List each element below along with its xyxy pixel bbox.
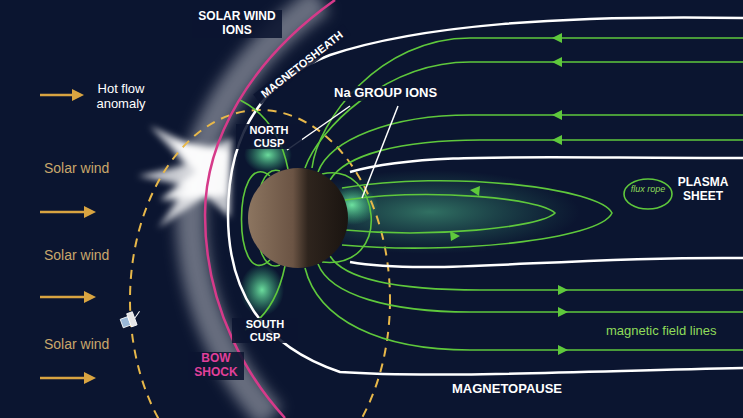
mercury-planet — [248, 168, 348, 268]
plasma-sheet-boundary — [350, 258, 743, 267]
arrowhead — [558, 285, 568, 295]
solar-wind-label: Solar wind — [44, 160, 109, 176]
flux-rope-loop — [624, 179, 672, 209]
antenna — [133, 311, 141, 318]
field-line — [345, 195, 555, 233]
arrowhead — [558, 307, 568, 317]
spacecraft-body — [127, 312, 137, 327]
boundary-label: MAGNETOPAUSE — [452, 382, 562, 397]
field-line — [305, 268, 743, 350]
arrowhead — [84, 372, 96, 384]
solar-wind-label: Solar wind — [44, 336, 109, 352]
feature-label: Hot flow anomaly — [86, 82, 156, 112]
field-line — [318, 115, 743, 172]
arrowhead — [470, 186, 480, 196]
arrow-shaft — [40, 377, 86, 380]
arrowhead — [84, 206, 96, 218]
field-line — [342, 181, 612, 248]
flux-rope-label: flux rope — [630, 184, 666, 194]
region-label: SOLAR WIND IONS — [192, 10, 282, 38]
arrow-shaft — [40, 211, 86, 214]
field-line-arrows — [450, 33, 568, 355]
spacecraft-icon — [119, 309, 144, 329]
field-line — [318, 264, 743, 312]
region-label: PLASMA SHEET — [672, 176, 734, 204]
field-line-label: magnetic field lines — [606, 324, 717, 339]
field-line — [312, 38, 743, 168]
arrowhead — [552, 57, 562, 67]
arrowhead — [84, 291, 96, 303]
arrowhead — [552, 33, 562, 43]
ion-label: Na GROUP IONS — [332, 86, 439, 101]
arrowhead — [552, 135, 562, 145]
arrowhead — [552, 110, 562, 120]
plasma-sheet-boundary — [350, 157, 743, 172]
field-line — [330, 256, 743, 290]
arrow-shaft — [40, 94, 74, 97]
leader-line — [362, 106, 398, 198]
region-label: NORTH CUSP — [236, 124, 302, 149]
field-line — [330, 140, 743, 180]
arrow-shaft — [40, 296, 86, 299]
arrowhead — [72, 89, 84, 101]
arrowhead — [558, 345, 568, 355]
burst-core — [160, 140, 230, 200]
region-label: SOUTH CUSP — [232, 318, 298, 343]
boundary-label: BOW SHOCK — [188, 352, 244, 380]
field-lines — [240, 38, 743, 350]
arrowhead — [450, 231, 460, 241]
solar-wind-label: Solar wind — [44, 247, 109, 263]
magnetopause-line — [228, 17, 743, 374]
